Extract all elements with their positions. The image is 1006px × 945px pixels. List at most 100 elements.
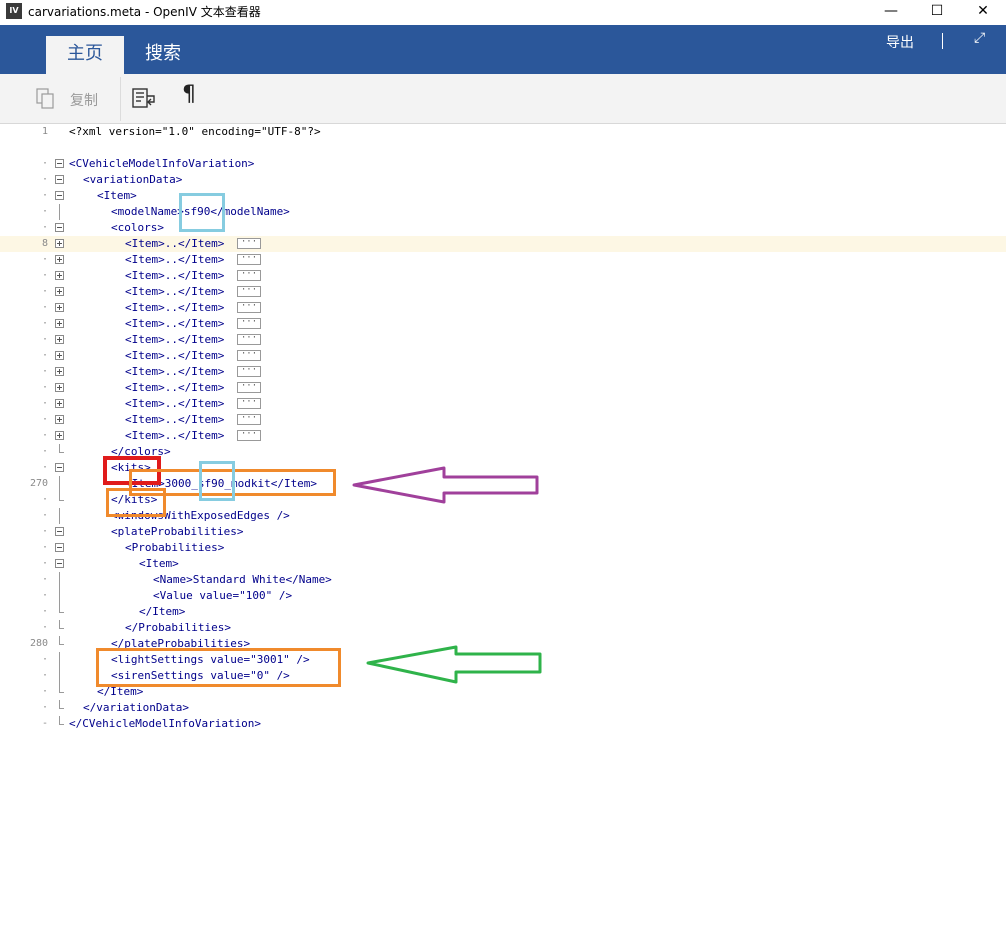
collapse-icon[interactable] bbox=[55, 527, 64, 536]
code-line: · <Item>..</Item> ··· bbox=[0, 428, 1006, 444]
toolbar-divider bbox=[120, 77, 121, 121]
window-title: carvariations.meta - OpenIV 文本查看器 bbox=[28, 5, 261, 19]
expand-node-icon[interactable] bbox=[55, 335, 64, 344]
code-line: · <Item>..</Item> ··· bbox=[0, 316, 1006, 332]
code-line: 270 <Item>3000_sf90_modkit</Item> bbox=[0, 476, 1006, 492]
code-line: · <Item>..</Item> ··· bbox=[0, 268, 1006, 284]
code-text: <Item>..</Item> bbox=[125, 349, 225, 362]
collapse-icon[interactable] bbox=[55, 543, 64, 552]
code-text: <windowsWithExposedEdges /> bbox=[111, 509, 290, 522]
expand-node-icon[interactable] bbox=[55, 367, 64, 376]
expand-node-icon[interactable] bbox=[55, 319, 64, 328]
code-text: </plateProbabilities> bbox=[111, 637, 251, 650]
collapsed-ellipsis[interactable]: ··· bbox=[237, 302, 261, 313]
modelname-highlight-box bbox=[179, 193, 225, 232]
code-text: <Item>..</Item> bbox=[125, 397, 225, 410]
code-text: </kits> bbox=[111, 493, 158, 506]
collapsed-ellipsis[interactable]: ··· bbox=[237, 350, 261, 361]
collapse-icon[interactable] bbox=[55, 159, 64, 168]
code-line: · </Item> bbox=[41, 604, 186, 618]
code-text: <Item>..</Item> bbox=[125, 333, 225, 346]
code-line: 280 </plateProbabilities> bbox=[0, 636, 1006, 652]
code-line: · <CVehicleModelInfoVariation> bbox=[41, 157, 255, 170]
collapse-icon[interactable] bbox=[55, 175, 64, 184]
green-arrow bbox=[366, 645, 542, 684]
word-wrap-icon[interactable] bbox=[132, 87, 156, 109]
code-text: <Item>..</Item> bbox=[125, 253, 225, 266]
code-text: </colors> bbox=[111, 445, 171, 458]
collapse-icon[interactable] bbox=[55, 191, 64, 200]
collapse-icon[interactable] bbox=[55, 463, 64, 472]
toolbar: 复制 ¶ bbox=[0, 74, 1006, 124]
maximize-icon[interactable]: ☐ bbox=[930, 3, 944, 19]
export-button[interactable]: 导出 bbox=[886, 35, 914, 51]
code-text: <CVehicleModelInfoVariation> bbox=[69, 157, 255, 170]
kits-close-highlight-box bbox=[106, 488, 166, 517]
code-text: <Item>..</Item> bbox=[125, 269, 225, 282]
collapsed-ellipsis[interactable]: ··· bbox=[237, 398, 261, 409]
expand-node-icon[interactable] bbox=[55, 255, 64, 264]
copy-label: 复制 bbox=[70, 93, 98, 109]
collapse-icon[interactable] bbox=[55, 223, 64, 232]
expand-node-icon[interactable] bbox=[55, 287, 64, 296]
expand-node-icon[interactable] bbox=[55, 239, 64, 248]
expand-node-icon[interactable] bbox=[55, 271, 64, 280]
copy-button[interactable]: 复制 bbox=[36, 88, 106, 110]
expand-node-icon[interactable] bbox=[55, 399, 64, 408]
code-text: <Item>..</Item> bbox=[125, 301, 225, 314]
tab-home[interactable]: 主页 bbox=[46, 36, 124, 74]
code-line: · <Item>..</Item> ··· bbox=[0, 252, 1006, 268]
code-text: <Item>..</Item> bbox=[125, 381, 225, 394]
expand-node-icon[interactable] bbox=[55, 351, 64, 360]
code-line: · </colors> bbox=[41, 444, 171, 458]
collapsed-ellipsis[interactable]: ··· bbox=[237, 270, 261, 281]
code-line: · <Probabilities> bbox=[41, 541, 225, 554]
code-line: 1 <?xml version="1.0" encoding="UTF-8"?> bbox=[0, 124, 1006, 140]
collapsed-ellipsis[interactable]: ··· bbox=[237, 366, 261, 377]
line-number: 8 bbox=[41, 238, 48, 249]
minimize-icon[interactable]: — bbox=[884, 3, 898, 19]
code-text: <sirenSettings value="0" /> bbox=[111, 669, 290, 682]
code-text: <Name>Standard White</Name> bbox=[153, 573, 332, 586]
code-line: · </kits> bbox=[41, 492, 158, 506]
collapsed-ellipsis[interactable]: ··· bbox=[237, 254, 261, 265]
code-line: · <lightSettings value="3001" /> bbox=[41, 652, 310, 668]
code-line: · <modelName>sf90</modelName> bbox=[41, 204, 290, 220]
expand-icon[interactable]: ⤢ bbox=[974, 30, 986, 46]
code-line: · </Probabilities> bbox=[41, 620, 231, 634]
code-text: <Item>3000_sf90_modkit</Item> bbox=[125, 477, 318, 490]
code-text: </Probabilities> bbox=[125, 621, 231, 634]
collapsed-ellipsis[interactable]: ··· bbox=[237, 414, 261, 425]
light-siren-highlight-box bbox=[96, 648, 341, 687]
code-line: · <variationData> bbox=[41, 173, 183, 186]
collapsed-ellipsis[interactable]: ··· bbox=[237, 286, 261, 297]
tab-search[interactable]: 搜索 bbox=[145, 43, 181, 64]
collapse-icon[interactable] bbox=[55, 559, 64, 568]
code-line: · <Item>..</Item> ··· bbox=[0, 364, 1006, 380]
expand-node-icon[interactable] bbox=[55, 303, 64, 312]
close-icon[interactable]: ✕ bbox=[977, 3, 989, 19]
title-bar: IV carvariations.meta - OpenIV 文本查看器 — ☐… bbox=[0, 0, 1006, 25]
code-line: · <Item>..</Item> ··· bbox=[0, 284, 1006, 300]
code-text: </CVehicleModelInfoVariation> bbox=[69, 717, 262, 730]
kit-name-highlight-box bbox=[199, 461, 235, 501]
code-text: <modelName>sf90</modelName> bbox=[111, 205, 290, 218]
xml-editor[interactable]: 1 <?xml version="1.0" encoding="UTF-8"?>… bbox=[0, 124, 1006, 945]
ribbon-header: 主页 搜索 导出 ⤢ bbox=[0, 25, 1006, 74]
expand-node-icon[interactable] bbox=[55, 383, 64, 392]
collapsed-ellipsis[interactable]: ··· bbox=[237, 318, 261, 329]
code-line: · </variationData> bbox=[41, 700, 189, 714]
collapsed-ellipsis[interactable]: ··· bbox=[237, 430, 261, 441]
code-line: - </CVehicleModelInfoVariation> bbox=[41, 716, 262, 730]
code-line: · <Item> bbox=[41, 557, 179, 570]
code-text: <plateProbabilities> bbox=[111, 525, 244, 538]
collapsed-ellipsis[interactable]: ··· bbox=[237, 238, 261, 249]
expand-node-icon[interactable] bbox=[55, 431, 64, 440]
code-line: · <Value value="100" /> bbox=[41, 588, 293, 604]
collapsed-ellipsis[interactable]: ··· bbox=[237, 382, 261, 393]
show-whitespace-button[interactable]: ¶ bbox=[182, 82, 196, 107]
purple-arrow bbox=[352, 466, 539, 504]
collapsed-ellipsis[interactable]: ··· bbox=[237, 334, 261, 345]
code-line: · <Item>..</Item> ··· bbox=[0, 380, 1006, 396]
expand-node-icon[interactable] bbox=[55, 415, 64, 424]
